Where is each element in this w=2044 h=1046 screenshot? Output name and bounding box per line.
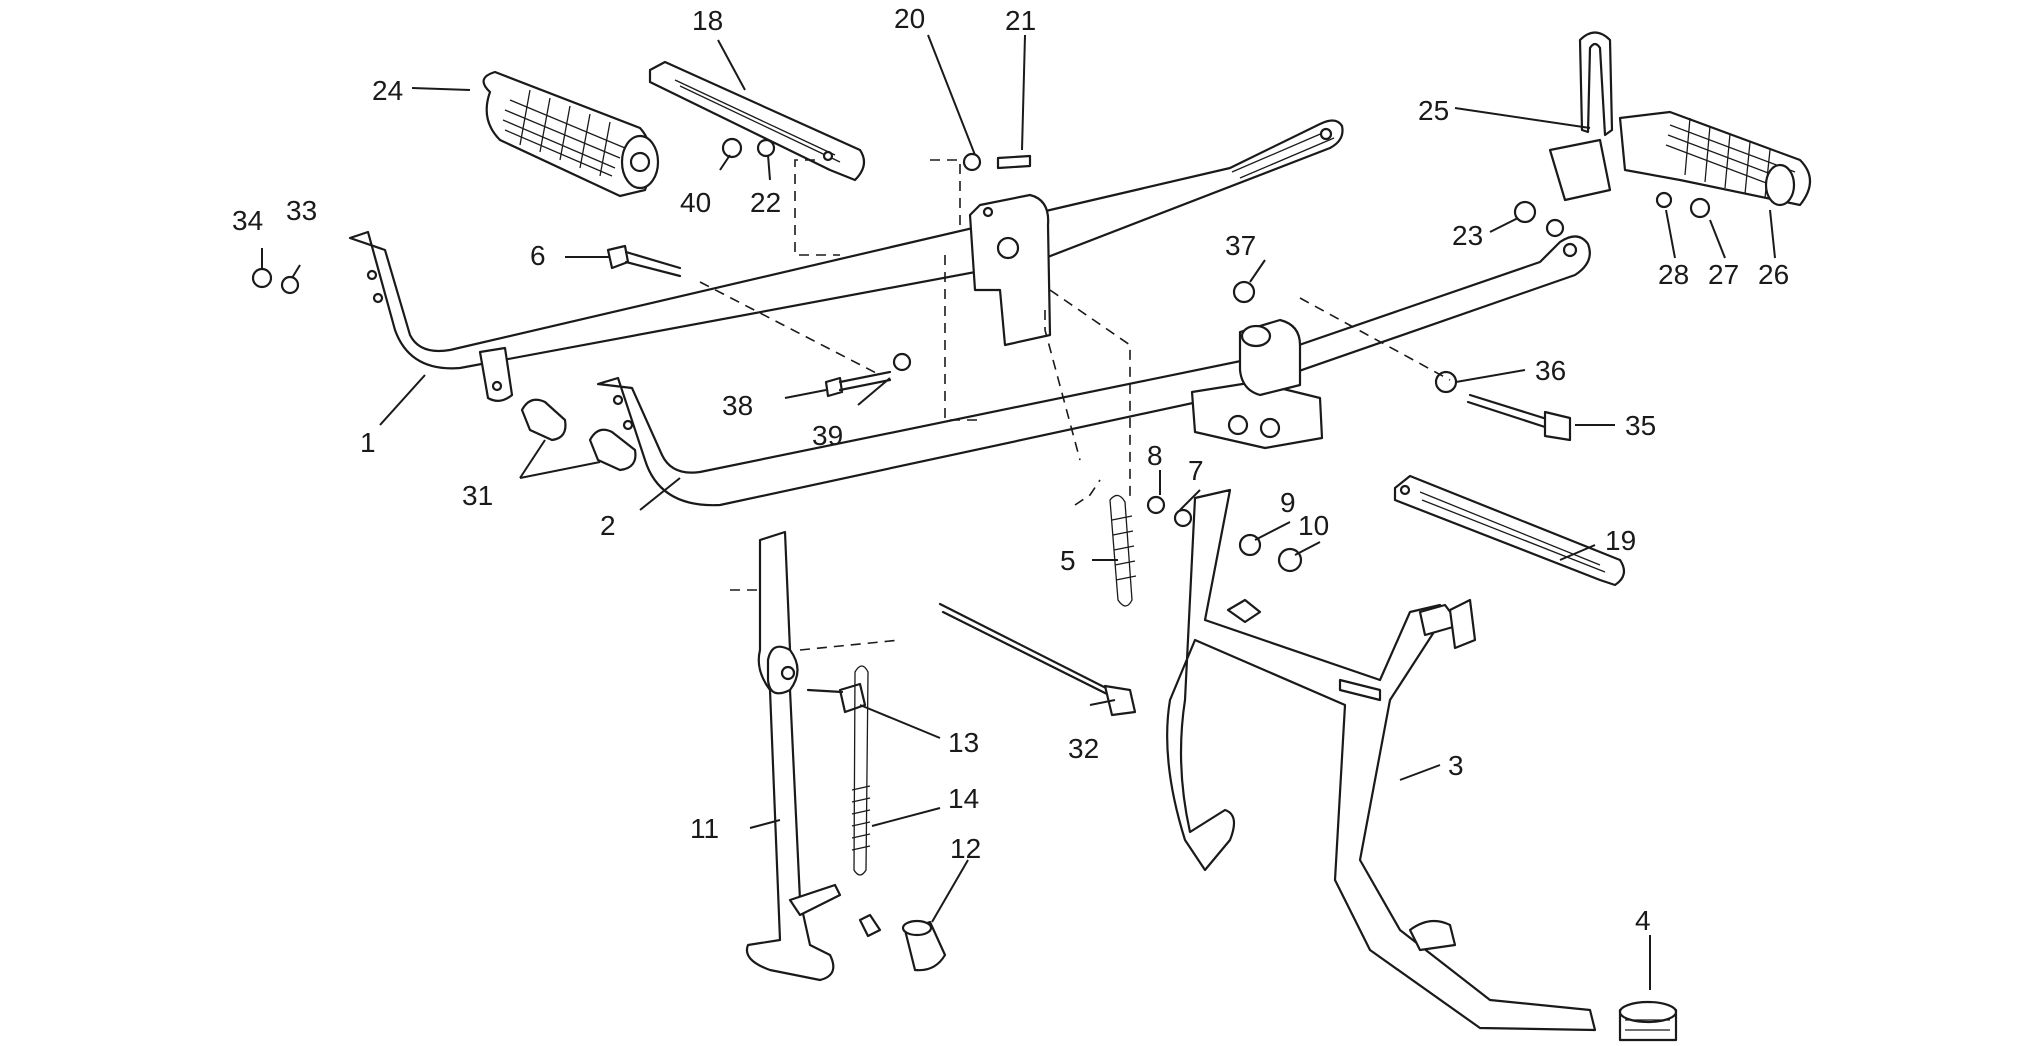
callout-9: 9	[1280, 487, 1296, 518]
callout-5: 5	[1060, 545, 1076, 576]
callout-28: 28	[1658, 259, 1689, 290]
callout-35: 35	[1625, 410, 1656, 441]
callout-32: 32	[1068, 733, 1099, 764]
callout-31: 31	[462, 480, 493, 511]
callout-14: 14	[948, 783, 979, 814]
leader-lines	[261, 34, 1776, 990]
callout-40: 40	[680, 187, 711, 218]
callout-36: 36	[1535, 355, 1566, 386]
callout-39: 39	[812, 420, 843, 451]
callout-11: 11	[690, 813, 719, 844]
part-35-bolt	[1466, 393, 1572, 442]
part-38-bolt	[824, 370, 892, 398]
callout-3: 3	[1448, 750, 1464, 781]
callout-7: 7	[1188, 455, 1204, 486]
part-24-footpeg-rubber	[482, 70, 660, 198]
callout-13: 13	[948, 727, 979, 758]
part-19-plate	[1393, 474, 1626, 587]
part-2-footrest-bar	[596, 235, 1591, 507]
callout-20: 20	[894, 3, 925, 34]
part-31-spacers	[520, 398, 637, 472]
part-26-right-footpeg	[1548, 31, 1812, 207]
part-12-cap	[901, 919, 947, 972]
part-18-plate	[648, 60, 866, 182]
callout-19: 19	[1605, 525, 1636, 556]
callout-21: 21	[1005, 5, 1036, 36]
callout-25: 25	[1418, 95, 1449, 126]
assembly-guide-lines	[699, 159, 1451, 651]
callout-22: 22	[750, 187, 781, 218]
callout-26: 26	[1758, 259, 1789, 290]
callout-8: 8	[1147, 440, 1163, 471]
callout-24: 24	[372, 75, 403, 106]
callout-34: 34	[232, 205, 263, 236]
callout-4: 4	[1635, 905, 1651, 936]
callouts: 1 2 3 4 5 6 7 8 9 10 11 12 13 14 18 19 2…	[232, 3, 1789, 936]
callout-27: 27	[1708, 259, 1739, 290]
small-hardware	[251, 137, 1711, 573]
part-13-pin	[806, 682, 867, 714]
part-11-side-stand	[745, 530, 882, 982]
callout-1: 1	[360, 427, 376, 458]
callout-10: 10	[1298, 510, 1329, 541]
mounting-bracket	[968, 193, 1052, 347]
callout-37: 37	[1225, 230, 1256, 261]
callout-23: 23	[1452, 220, 1483, 251]
part-5-spring	[1109, 494, 1137, 607]
callout-33: 33	[286, 195, 317, 226]
part-1-footrest-bar	[348, 119, 1344, 402]
callout-12: 12	[950, 833, 981, 864]
callout-2: 2	[600, 510, 616, 541]
part-3-center-stand	[1166, 488, 1597, 1032]
part-32-long-bolt	[938, 602, 1137, 717]
callout-6: 6	[530, 240, 546, 271]
part-4-stand-rubber	[1618, 1000, 1678, 1042]
part-6-bolt	[606, 244, 682, 278]
part-14-spring	[851, 665, 871, 876]
callout-18: 18	[692, 5, 723, 36]
callout-38: 38	[722, 390, 753, 421]
